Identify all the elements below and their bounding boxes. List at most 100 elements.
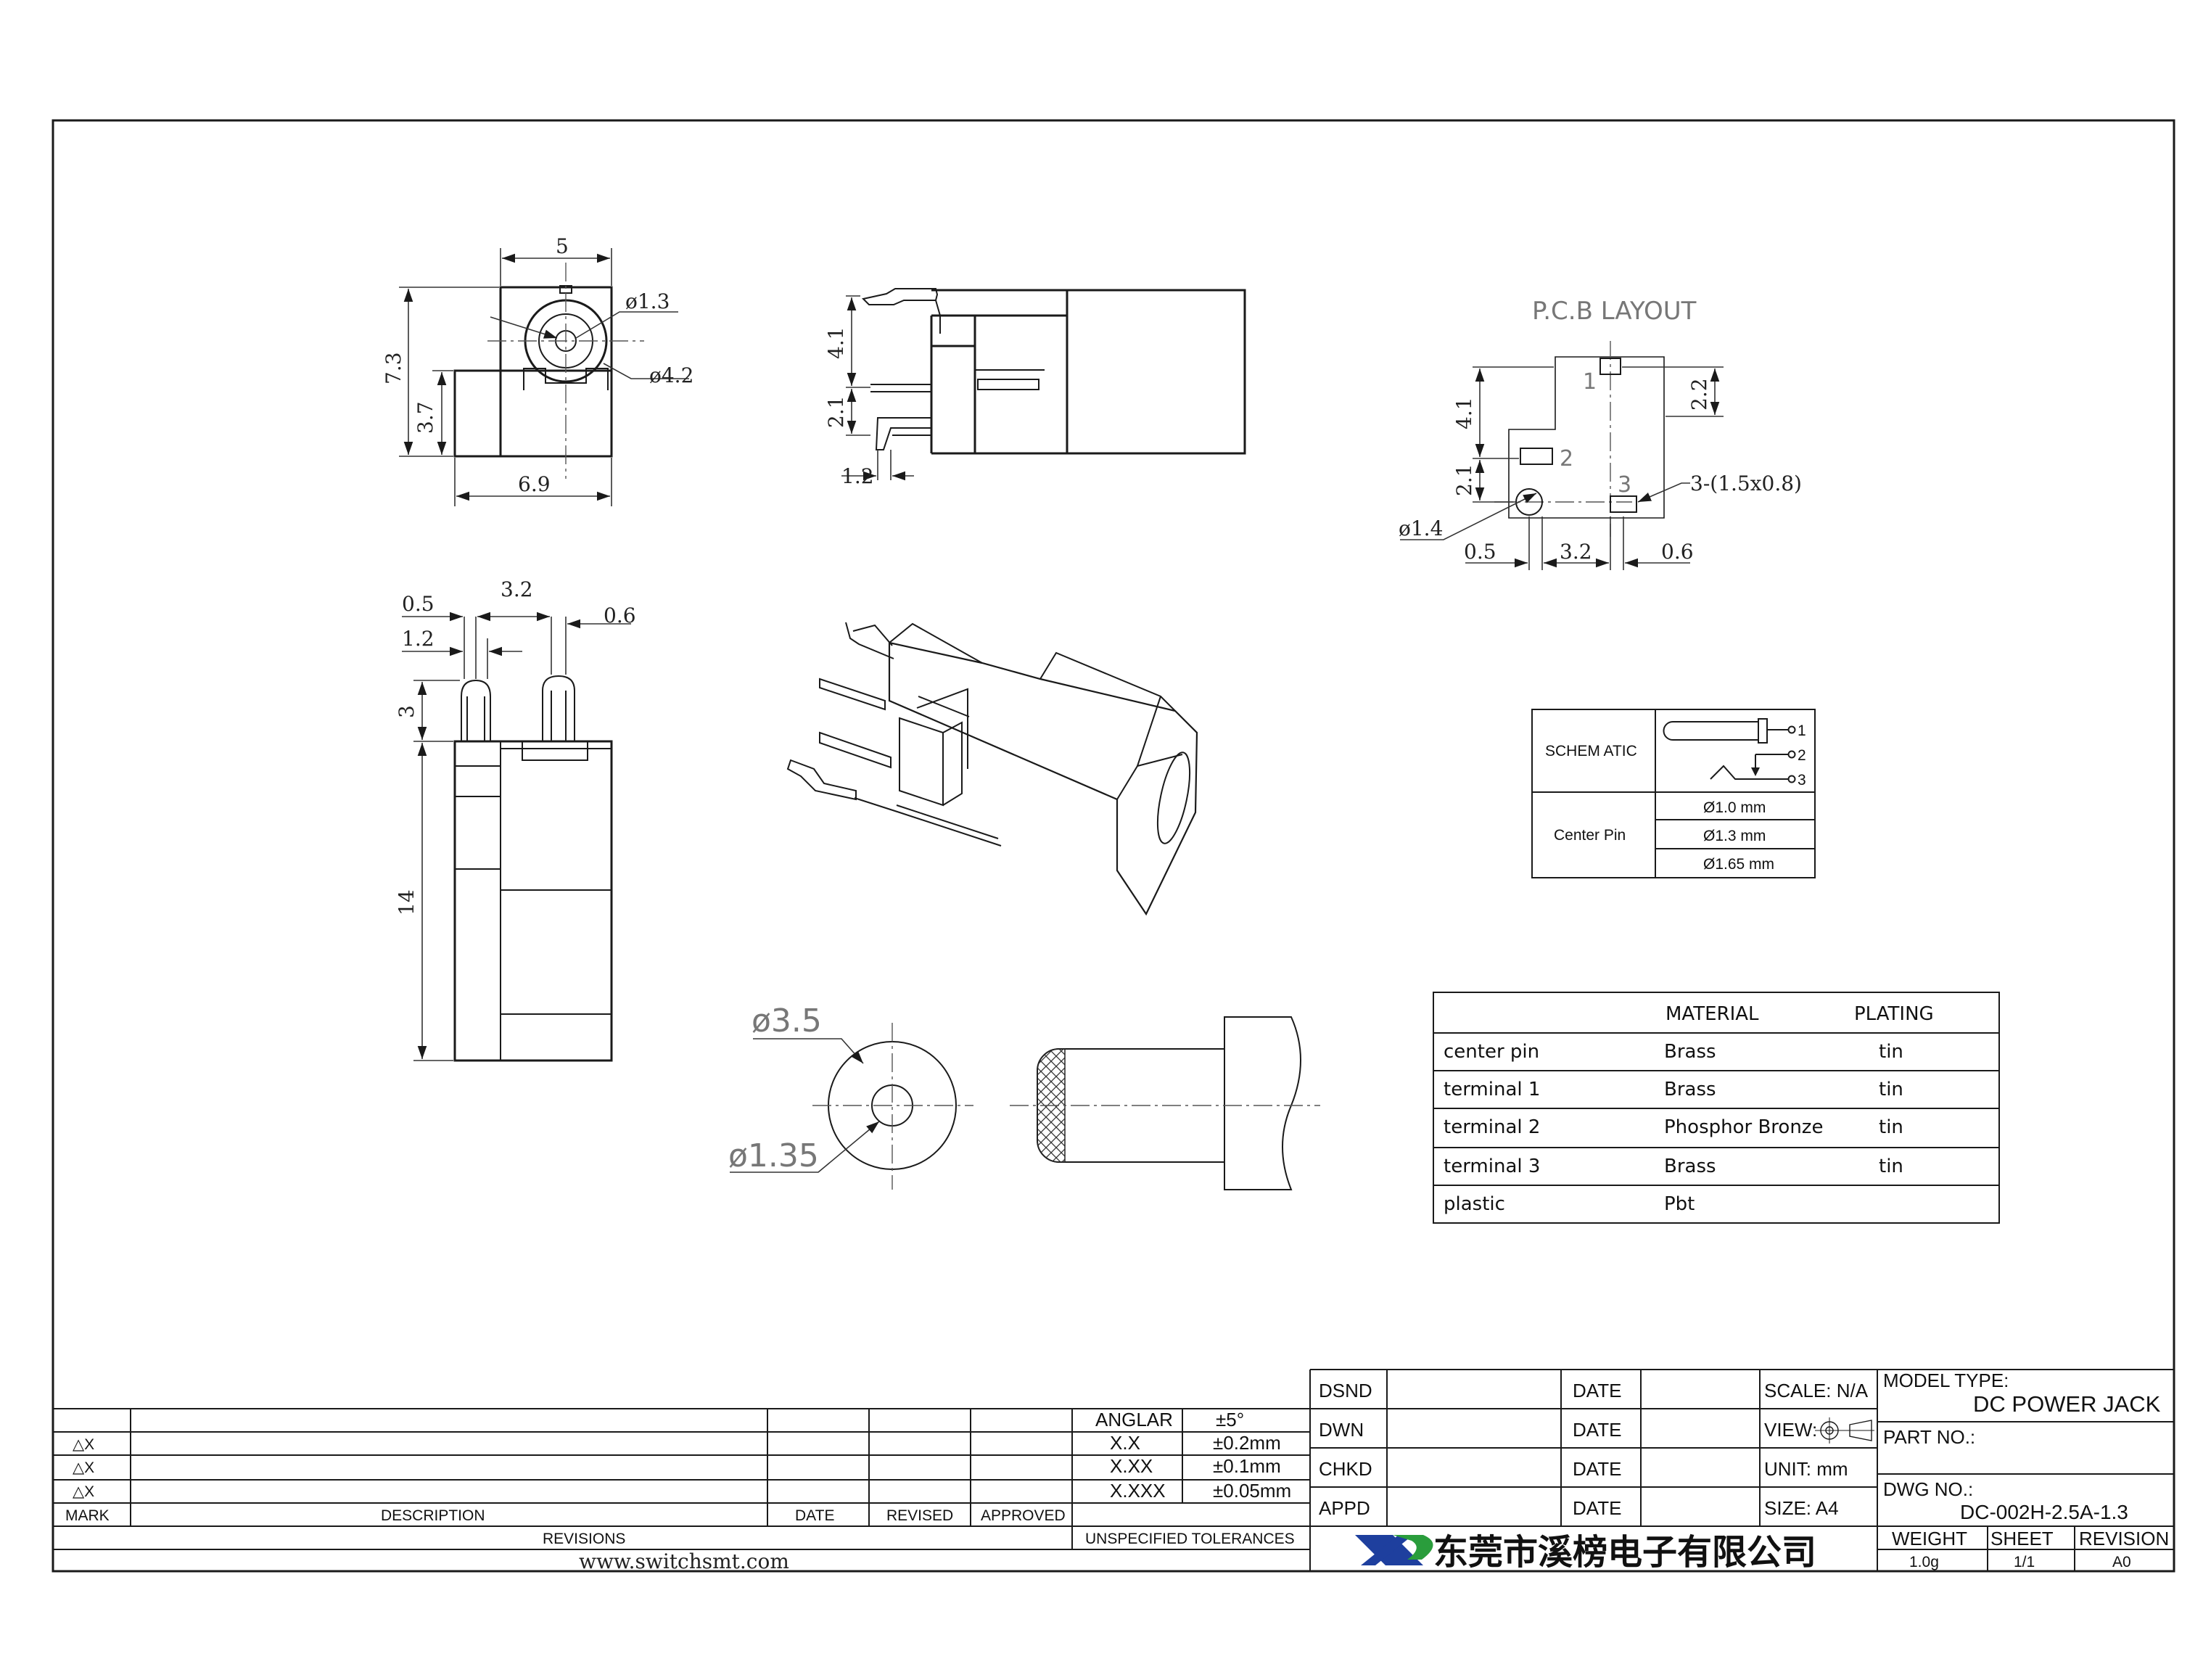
material-row-material: Phosphor Bronze <box>1664 1116 1823 1138</box>
weight-value: 1.0g <box>1909 1554 1939 1570</box>
material-row-plating: tin <box>1879 1041 1903 1063</box>
schematic-pin-3: 3 <box>1798 772 1806 788</box>
pcb-title: P.C.B LAYOUT <box>1532 297 1697 326</box>
revision-mark-1: △X <box>73 1436 94 1453</box>
center-pin-option-1: Ø1.0 mm <box>1703 799 1766 816</box>
pcb-pad-2-label: 2 <box>1560 446 1573 472</box>
projection-symbol-icon <box>1815 1417 1874 1444</box>
approval-label-2: DWN <box>1319 1419 1364 1441</box>
dc-jack-symbol-icon <box>1663 718 1796 783</box>
front-dim-6-9: 6.9 <box>518 472 551 496</box>
plating-header: PLATING <box>1854 1003 1934 1025</box>
material-row-material: Pbt <box>1664 1193 1695 1215</box>
material-header: MATERIAL <box>1666 1003 1759 1025</box>
material-row-plating: tin <box>1879 1156 1903 1177</box>
approval-label-3: CHKD <box>1319 1458 1372 1480</box>
schematic-pin-1: 1 <box>1798 722 1806 739</box>
bottom-dim-0-5: 0.5 <box>402 592 435 616</box>
sheet-label: SHEET <box>1990 1528 2054 1549</box>
schematic-label: SCHEM ATIC <box>1545 743 1637 759</box>
company-logo <box>1355 1535 1433 1565</box>
approval-label-1: DSND <box>1319 1380 1372 1401</box>
side-view: 4.1 2.1 1.2 <box>824 288 1246 488</box>
approval-label-4: APPD <box>1319 1497 1370 1519</box>
material-row-plating: tin <box>1879 1116 1903 1138</box>
approval-date-1: DATE <box>1573 1380 1621 1401</box>
revisions-caption: REVISIONS <box>543 1531 625 1547</box>
front-dim-5: 5 <box>556 234 569 258</box>
weight-label: WEIGHT <box>1892 1528 1967 1549</box>
pcb-dim-0-6: 0.6 <box>1661 540 1694 564</box>
tol-label-4: X.XXX <box>1110 1480 1166 1502</box>
side-dim-4-1: 4.1 <box>824 326 848 359</box>
tol-value-2: ±0.2mm <box>1213 1432 1281 1454</box>
company-name: 东莞市溪榜电子有限公司 <box>1433 1532 1816 1573</box>
plug-dim-outer: ø3.5 <box>752 1002 822 1039</box>
approval-date-2: DATE <box>1573 1419 1621 1441</box>
schematic-pin-2: 2 <box>1798 747 1806 764</box>
dwg-no-label: DWG NO.: <box>1883 1478 1973 1500</box>
sheet-border <box>52 119 2175 1573</box>
material-row-material: Brass <box>1664 1079 1716 1100</box>
side-dim-2-1: 2.1 <box>824 395 848 428</box>
rev-header-mark: MARK <box>65 1507 110 1524</box>
tolerances-caption: UNSPECIFIED TOLERANCES <box>1085 1531 1295 1547</box>
material-row-part: terminal 3 <box>1444 1156 1540 1177</box>
pcb-dim-4-1: 4.1 <box>1452 397 1476 429</box>
pcb-dim-pad: 3-(1.5x0.8) <box>1690 472 1802 495</box>
front-dim-d1-3: ø1.3 <box>625 289 670 313</box>
tol-value-1: ±5° <box>1216 1409 1244 1430</box>
bottom-dim-14: 14 <box>395 889 419 915</box>
model-type-value: DC POWER JACK <box>1973 1391 2161 1417</box>
pcb-dim-3-2: 3.2 <box>1560 540 1592 564</box>
part-no-label: PART NO.: <box>1883 1426 1975 1448</box>
revision-mark-2: △X <box>73 1459 94 1476</box>
bottom-dim-3-2: 3.2 <box>501 577 533 601</box>
material-row-part: plastic <box>1444 1193 1505 1215</box>
center-pin-option-3: Ø1.65 mm <box>1703 856 1774 873</box>
tol-label-3: X.XX <box>1110 1455 1153 1477</box>
view-info: VIEW: <box>1764 1419 1817 1441</box>
revision-mark-3: △X <box>73 1483 94 1500</box>
scale-info: SCALE: N/A <box>1764 1380 1869 1401</box>
rev-header-revised: REVISED <box>886 1507 953 1524</box>
bottom-dim-1-2: 1.2 <box>402 627 435 651</box>
tol-label-2: X.X <box>1110 1432 1140 1454</box>
title-block: DSND DWN CHKD APPD DATE DATE DATE DATE S… <box>1309 1369 2174 1573</box>
size-info: SIZE: A4 <box>1764 1497 1839 1519</box>
sheet-value: 1/1 <box>2014 1554 2035 1570</box>
front-dim-3-7: 3.7 <box>413 401 437 434</box>
pcb-pad-1-label: 1 <box>1583 369 1597 395</box>
revision-label: REVISION <box>2079 1528 2169 1549</box>
material-row-material: Brass <box>1664 1041 1716 1063</box>
material-row-part: terminal 1 <box>1444 1079 1540 1100</box>
tol-value-4: ±0.05mm <box>1213 1480 1291 1502</box>
rev-header-date: DATE <box>795 1507 834 1524</box>
front-dim-d4-2: ø4.2 <box>649 363 693 387</box>
rev-header-approved: APPROVED <box>981 1507 1066 1524</box>
company-website: www.switchsmt.com <box>579 1549 789 1573</box>
center-pin-option-2: Ø1.3 mm <box>1703 828 1766 844</box>
bottom-dim-0-6: 0.6 <box>604 604 636 627</box>
schematic-table: SCHEM ATIC Center Pin Ø1.0 mm Ø1.3 mm Ø1… <box>1531 709 1816 878</box>
dwg-no-value: DC-002H-2.5A-1.3 <box>1960 1501 2128 1523</box>
pcb-pad-3-label: 3 <box>1618 472 1631 498</box>
material-row-part: terminal 2 <box>1444 1116 1540 1138</box>
bottom-view: 0.5 3.2 0.6 1.2 3 14 <box>395 577 636 1062</box>
front-dim-7-3: 7.3 <box>382 352 405 384</box>
approval-date-3: DATE <box>1573 1458 1621 1480</box>
pcb-layout: P.C.B LAYOUT 1 2 3 4.1 2.1 2.2 3-(1.5x0.… <box>1399 297 1802 570</box>
side-dim-1-2: 1.2 <box>841 464 874 488</box>
approval-date-4: DATE <box>1573 1497 1621 1519</box>
material-row-part: center pin <box>1444 1041 1539 1063</box>
plug-view: ø3.5 ø1.35 <box>728 1002 973 1190</box>
tol-label-1: ANGLAR <box>1095 1409 1173 1430</box>
plug-dim-inner: ø1.35 <box>728 1137 819 1174</box>
tol-value-3: ±0.1mm <box>1213 1455 1281 1477</box>
pcb-dim-hole: ø1.4 <box>1399 516 1443 540</box>
pcb-dim-2-2: 2.2 <box>1687 378 1711 411</box>
isometric-view <box>786 622 1198 916</box>
revision-value: A0 <box>2112 1554 2131 1570</box>
